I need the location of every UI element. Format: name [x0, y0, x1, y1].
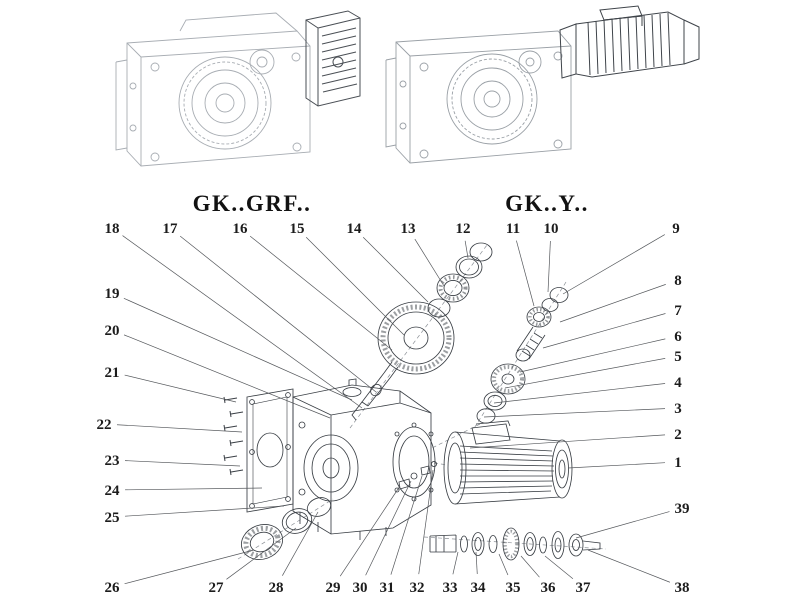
- leader-line-32: [418, 469, 434, 575]
- callout-38: 38: [675, 580, 690, 596]
- leader-line-16: [249, 235, 393, 351]
- callout-25: 25: [105, 510, 120, 526]
- leader-line-14: [362, 236, 429, 303]
- callout-15: 15: [290, 221, 305, 237]
- callout-31: 31: [380, 580, 395, 596]
- callout-19: 19: [105, 286, 120, 302]
- output-shaft-assembly: [429, 527, 601, 561]
- gearbox-grf-drawing: [115, 12, 311, 167]
- leader-line-2: [469, 434, 666, 449]
- gearbox-grf-fan-cover: [305, 10, 361, 107]
- callout-12: 12: [456, 221, 471, 237]
- callout-37: 37: [576, 580, 592, 596]
- leader-line-15: [305, 236, 405, 336]
- leader-line-28: [282, 511, 319, 576]
- leader-line-33: [452, 551, 459, 575]
- callout-1: 1: [674, 455, 682, 471]
- leader-line-31: [390, 475, 423, 575]
- leader-line-18: [122, 235, 363, 409]
- callout-17: 17: [163, 221, 179, 237]
- leader-line-35: [498, 553, 509, 576]
- callout-16: 16: [233, 221, 249, 237]
- callout-34: 34: [471, 580, 487, 596]
- leader-line-39: [575, 511, 670, 539]
- input-pinion-assembly: [476, 287, 569, 424]
- variant-label-y: GK..Y..: [505, 191, 589, 216]
- variant-label-grf: GK..GRF..: [193, 191, 312, 216]
- leader-line-17: [179, 235, 377, 393]
- leader-line-24: [124, 487, 263, 491]
- callout-26: 26: [105, 580, 121, 596]
- leader-line-4: [493, 383, 666, 404]
- gear-housing: [292, 378, 436, 540]
- leader-line-29: [339, 485, 401, 577]
- leader-line-5: [504, 358, 666, 389]
- leader-line-10: [547, 240, 551, 293]
- leader-line-38: [587, 549, 671, 583]
- callout-22: 22: [97, 417, 112, 433]
- leader-line-34: [475, 551, 478, 575]
- callout-23: 23: [105, 453, 120, 469]
- callout-24: 24: [105, 483, 121, 499]
- callout-3: 3: [674, 401, 682, 417]
- callout-36: 36: [541, 580, 557, 596]
- leader-line-26: [124, 549, 255, 585]
- callout-30: 30: [353, 580, 368, 596]
- leader-line-20: [123, 334, 331, 419]
- leader-line-22: [116, 424, 243, 433]
- gearbox-y-drawing: [385, 30, 572, 164]
- callout-29: 29: [326, 580, 341, 596]
- leader-line-23: [124, 460, 241, 467]
- leader-line-7: [542, 313, 666, 349]
- callout-18: 18: [105, 221, 120, 237]
- leader-line-36: [520, 555, 540, 578]
- callout-28: 28: [269, 580, 284, 596]
- callout-6: 6: [674, 329, 682, 345]
- callout-7: 7: [674, 303, 682, 319]
- leader-line-3: [483, 408, 666, 418]
- callout-8: 8: [674, 273, 682, 289]
- callout-32: 32: [410, 580, 425, 596]
- leader-line-25: [124, 505, 285, 517]
- callout-10: 10: [544, 221, 559, 237]
- intermediate-gear-assembly: [351, 242, 493, 421]
- leader-line-11: [516, 240, 535, 307]
- callout-2: 2: [674, 427, 682, 443]
- callout-27: 27: [209, 580, 225, 596]
- leader-line-37: [544, 555, 574, 580]
- callout-33: 33: [443, 580, 458, 596]
- leader-line-1: [567, 462, 666, 469]
- callout-21: 21: [105, 365, 120, 381]
- leader-line-12: [464, 240, 469, 259]
- leader-line-9: [562, 234, 665, 295]
- leader-line-8: [559, 284, 666, 323]
- mounting-flange: [246, 388, 294, 513]
- callout-5: 5: [674, 349, 682, 365]
- callout-20: 20: [105, 323, 120, 339]
- callout-14: 14: [347, 221, 363, 237]
- callout-35: 35: [506, 580, 521, 596]
- lower-bearing-set: [241, 497, 332, 560]
- leader-line-13: [414, 238, 445, 287]
- callout-9: 9: [672, 221, 680, 237]
- callout-39: 39: [675, 501, 690, 517]
- leader-line-21: [124, 374, 237, 403]
- flange-bolts: [223, 396, 244, 476]
- motor-y-drawing: [559, 5, 700, 79]
- callout-4: 4: [674, 375, 682, 391]
- exploded-assembly-drawing: [223, 242, 607, 561]
- electric-motor: [443, 420, 573, 505]
- callout-13: 13: [401, 221, 416, 237]
- leader-line-27: [226, 527, 297, 580]
- leader-line-30: [365, 480, 412, 576]
- leader-line-19: [123, 297, 353, 401]
- leader-line-6: [519, 338, 666, 373]
- callout-11: 11: [506, 221, 520, 237]
